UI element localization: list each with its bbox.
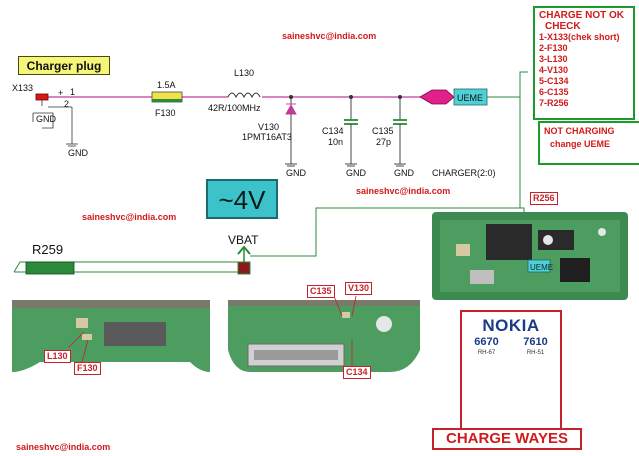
pin-2-label: 2 (64, 99, 69, 109)
tag-c134: C134 (343, 366, 371, 379)
fuse-rating: 1.5A (157, 80, 176, 90)
check-subtitle: CHECK (545, 21, 581, 32)
diode-v130 (285, 97, 297, 167)
watermark-email: saineshvc@india.com (82, 212, 177, 222)
tag-f130: F130 (74, 362, 101, 375)
resistor-r259 (25, 261, 75, 275)
voltage-box: ~4V (206, 179, 278, 219)
inductor-ref: L130 (234, 68, 254, 78)
ueme-label: UEME (457, 93, 483, 103)
c135-value: 27p (376, 137, 391, 147)
gnd-label-1: GND (68, 148, 89, 158)
r259-label: R259 (32, 242, 63, 257)
check-item: 7-R256 (539, 98, 569, 108)
inductor-l130 (227, 92, 261, 99)
vbat-label: VBAT (228, 233, 259, 247)
fuse-ref: F130 (155, 108, 176, 118)
x133-connector (32, 93, 78, 147)
model-row: 6670 7610 (462, 336, 560, 348)
code-rh67: RH-67 (477, 350, 496, 356)
gnd-label-2: GND (286, 168, 307, 178)
pin-1-label: 1 (70, 87, 75, 97)
nokia-logo: NOKIA (482, 316, 540, 335)
gnd-connector-label: GND (36, 114, 57, 124)
junction-dot (289, 95, 293, 99)
tag-pointers (67, 295, 357, 368)
pcb-ueme-label: UEME (530, 263, 553, 272)
code-row: RH-67 RH-51 (462, 350, 560, 356)
ueme-connector (419, 88, 488, 106)
gnd-label-4: GND (394, 168, 415, 178)
vbat-arrow (237, 245, 251, 275)
model-7610: 7610 (523, 336, 548, 348)
capacitor-c135 (393, 97, 407, 167)
not-charging-title: NOT CHARGING (544, 126, 615, 136)
tag-l130: L130 (44, 350, 71, 363)
tag-c135: C135 (307, 285, 335, 298)
watermark-email: saineshvc@india.com (356, 186, 451, 196)
check-item: 1-X133(chek short) (539, 32, 620, 42)
diode-part: 1PMT16AT3 (242, 132, 292, 142)
not-charging-action: change UEME (550, 139, 611, 149)
charge-check-box: CHARGE NOT OK CHECK 1-X133(chek short) 2… (533, 6, 635, 120)
c134-value: 10n (328, 137, 343, 147)
fuse-f130 (151, 91, 183, 103)
pin-plus: + (58, 88, 63, 98)
check-item: 2-F130 (539, 43, 568, 53)
junction-dot (398, 95, 402, 99)
not-charging-box: NOT CHARGING change UEME (538, 121, 639, 165)
diode-ref: V130 (258, 122, 279, 132)
pcb-board-left (12, 300, 210, 372)
check-item: 3-L130 (539, 54, 568, 64)
c134-ref: C134 (322, 126, 344, 136)
check-item: 4-V130 (539, 65, 569, 75)
charger-plug-label: Charger plug (18, 56, 110, 75)
code-rh51: RH-51 (526, 350, 545, 356)
junction-dot (349, 95, 353, 99)
watermark-email: saineshvc@india.com (16, 442, 111, 452)
check-item: 5-C134 (539, 76, 569, 86)
check-item: 6-C135 (539, 87, 569, 97)
charge-wayes-banner: CHARGE WAYES (432, 428, 582, 450)
pcb-board-middle (228, 300, 420, 372)
watermark-email: saineshvc@india.com (282, 31, 377, 41)
tag-r256: R256 (530, 192, 558, 205)
capacitor-c134 (344, 97, 358, 167)
x133-label: X133 (12, 83, 33, 93)
check-title: CHARGE NOT OK (539, 10, 624, 21)
tag-v130: V130 (345, 282, 373, 295)
inductor-value: 42R/100MHz (208, 103, 261, 113)
nokia-brand-box: NOKIA 6670 7610 RH-67 RH-51 (460, 310, 562, 432)
model-6670: 6670 (474, 336, 499, 348)
c135-ref: C135 (372, 126, 394, 136)
gnd-label-3: GND (346, 168, 367, 178)
pcb-board-right (432, 212, 628, 300)
charger-net-label: CHARGER(2:0) (432, 168, 496, 178)
